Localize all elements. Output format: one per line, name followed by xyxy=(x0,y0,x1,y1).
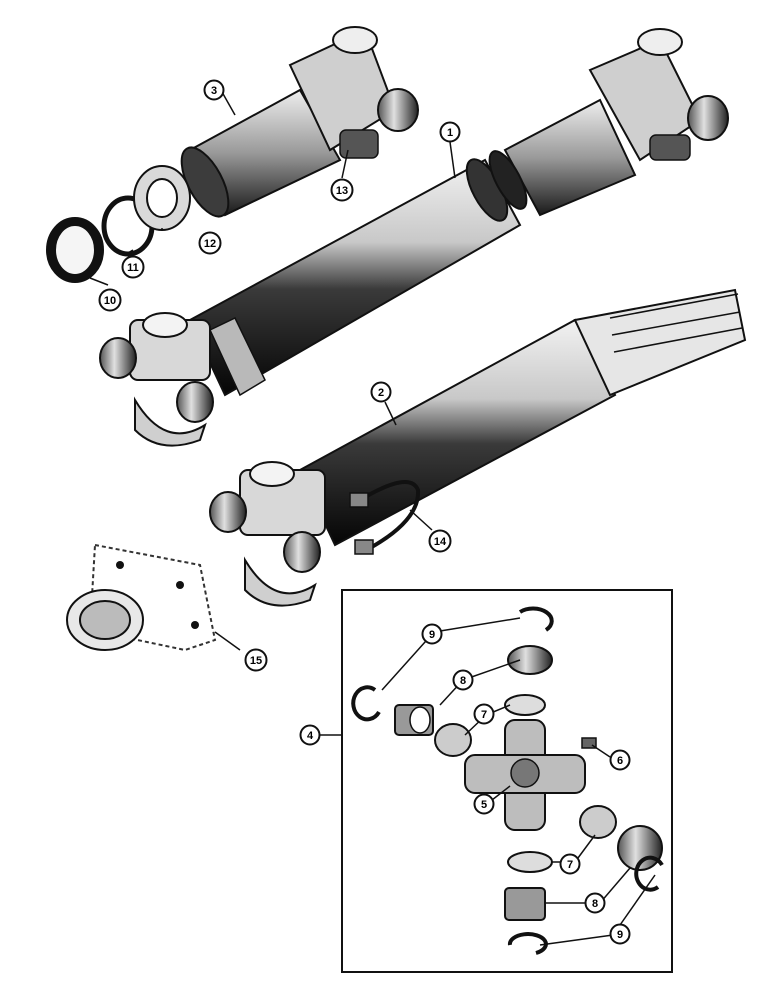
callout-14: 14 xyxy=(428,529,452,553)
svg-text:8: 8 xyxy=(460,675,466,687)
callout-11: 11 xyxy=(121,255,145,279)
callout-10: 10 xyxy=(98,288,122,312)
seal-7-right xyxy=(579,805,617,839)
svg-text:11: 11 xyxy=(127,262,139,274)
svg-text:15: 15 xyxy=(250,655,262,667)
callout-8-upper: 8 xyxy=(452,669,474,691)
svg-text:6: 6 xyxy=(617,755,623,767)
callout-2: 2 xyxy=(370,381,392,403)
callout-8-lower: 8 xyxy=(584,892,606,914)
callout-7-upper: 7 xyxy=(473,703,495,725)
snap-ring-9-bottom xyxy=(507,932,548,955)
snap-ring-9-left xyxy=(351,685,381,722)
svg-text:1: 1 xyxy=(447,127,453,139)
drive-shaft-tube-1 xyxy=(188,158,522,397)
callout-9-lower: 9 xyxy=(609,923,631,945)
svg-text:4: 4 xyxy=(307,730,314,742)
svg-text:13: 13 xyxy=(336,185,348,197)
callout-12: 12 xyxy=(198,231,222,255)
lube-fitting-6 xyxy=(581,737,597,749)
svg-text:14: 14 xyxy=(434,536,447,548)
svg-text:7: 7 xyxy=(481,709,487,721)
callouts: 1 2 3 4 5 6 7 7 xyxy=(98,79,631,945)
needle-bearing-8-left xyxy=(394,704,434,736)
svg-text:3: 3 xyxy=(211,85,217,97)
svg-text:2: 2 xyxy=(378,387,384,399)
snap-ring-9-top xyxy=(518,606,554,632)
universal-joint-shaft-1 xyxy=(99,312,214,447)
seal-7-top xyxy=(504,694,546,716)
callout-13: 13 xyxy=(330,178,354,202)
slip-yoke-upper-right xyxy=(488,28,729,217)
cork-washer-12 xyxy=(133,165,191,231)
callout-7-lower: 7 xyxy=(559,853,581,875)
svg-text:8: 8 xyxy=(592,898,598,910)
callout-15: 15 xyxy=(244,648,268,672)
callout-5: 5 xyxy=(473,793,495,815)
callout-9-upper: 9 xyxy=(421,623,443,645)
svg-text:7: 7 xyxy=(567,859,573,871)
bearing-cup-8-top xyxy=(507,645,553,675)
snap-ring-9-right xyxy=(634,855,664,892)
seal-7-bottom xyxy=(507,851,553,873)
callout-3: 3 xyxy=(203,79,225,101)
callout-1: 1 xyxy=(439,121,461,143)
svg-text:5: 5 xyxy=(481,799,487,811)
svg-text:12: 12 xyxy=(204,238,216,250)
svg-text:9: 9 xyxy=(429,629,435,641)
callout-6: 6 xyxy=(609,749,631,771)
seal-10 xyxy=(46,217,104,283)
seal-7-left xyxy=(434,723,472,757)
companion-flange-15 xyxy=(66,543,217,652)
svg-text:10: 10 xyxy=(104,295,116,307)
repair-kit-frame xyxy=(341,589,673,973)
stub-shaft-yoke-3 xyxy=(180,26,419,218)
grease-fitting-line-14 xyxy=(349,480,421,555)
universal-joint-shaft-2 xyxy=(209,461,326,607)
callout-4: 4 xyxy=(299,724,321,746)
needle-bearing-8-bottom xyxy=(504,887,546,921)
svg-text:9: 9 xyxy=(617,929,623,941)
journal-cross-5 xyxy=(464,719,586,831)
